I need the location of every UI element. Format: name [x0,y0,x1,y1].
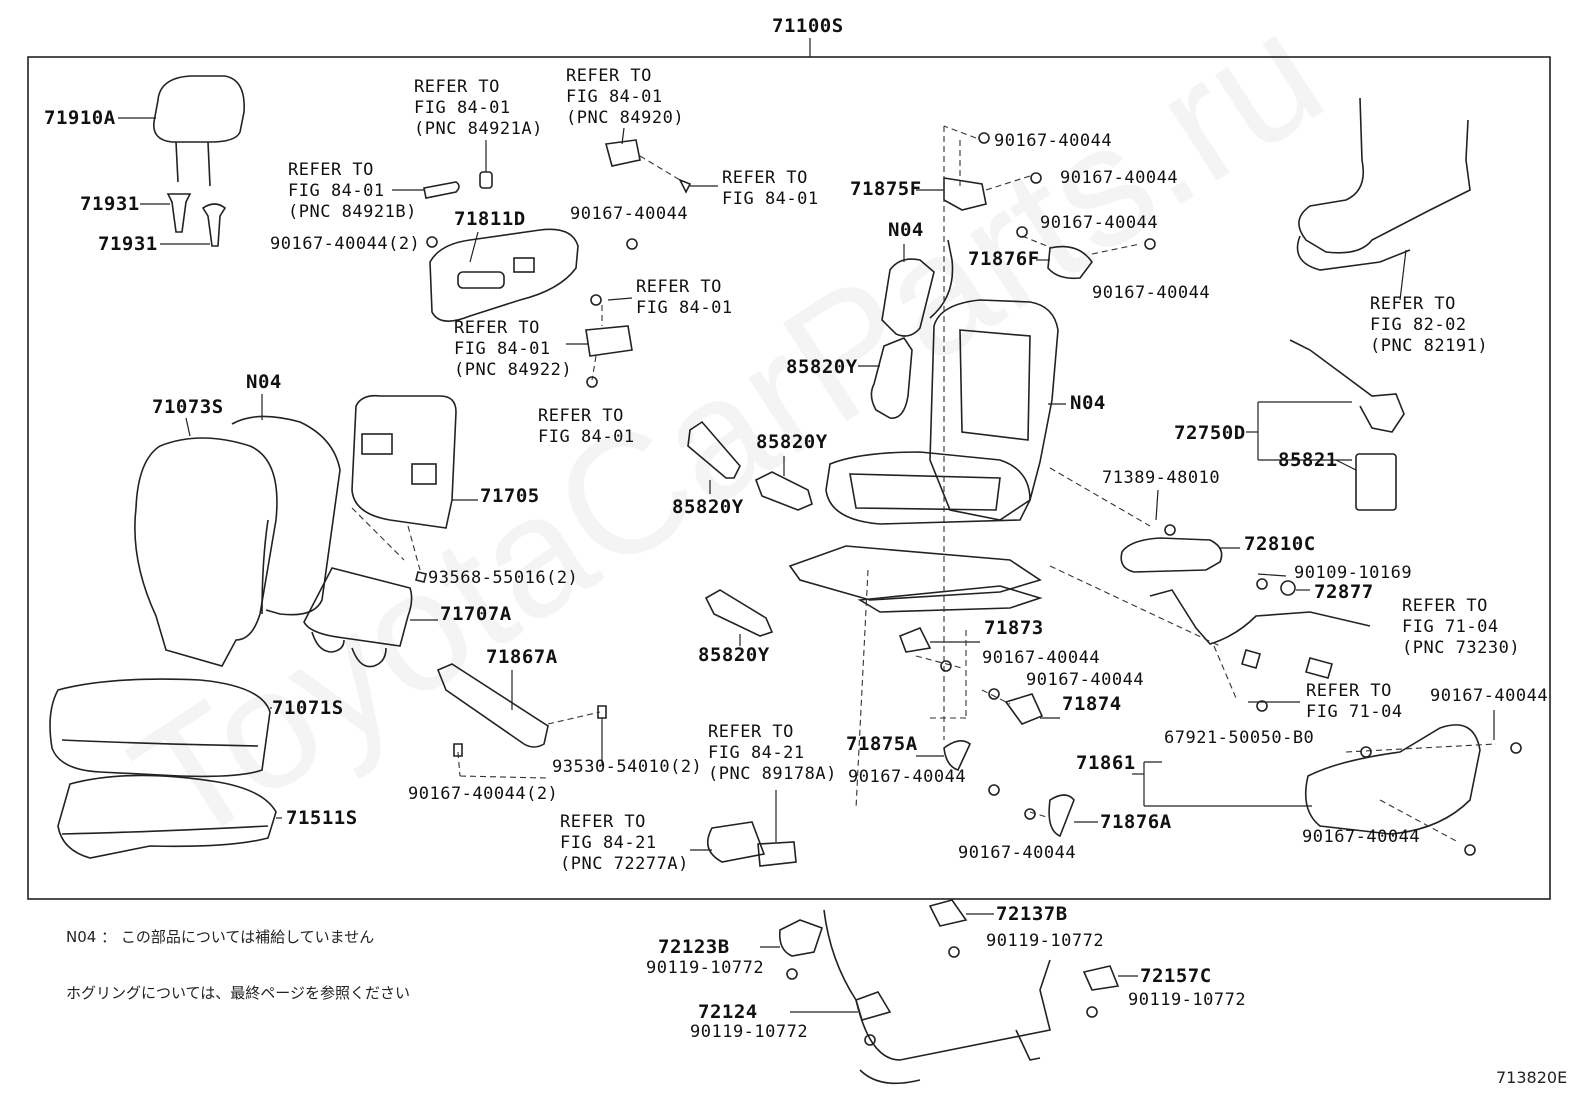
refer-fig-84-01-pnc-84921a[interactable]: REFER TO FIG 84-01 (PNC 84921A) [414,77,543,139]
part-71511S[interactable]: 71511S [286,807,358,829]
assembly-frame [27,56,1551,900]
note-n04: N04 ： この部品については補給していません [66,928,375,946]
part-71910A[interactable]: 71910A [44,107,116,129]
part-71867A[interactable]: 71867A [486,646,558,668]
bolt-71389-48010[interactable]: 71389-48010 [1102,468,1221,488]
headrest-guide-drawing [166,193,227,247]
part-N04-frame[interactable]: N04 [1070,392,1106,414]
part-71873[interactable]: 71873 [984,617,1044,639]
seat-side-cover-drawing [429,228,579,322]
bolt-90119-10772-b[interactable]: 90119-10772 [646,958,765,978]
refer-fig-84-01-pnc-84922[interactable]: REFER TO FIG 84-01 (PNC 84922) [454,318,573,380]
part-85820Y-a[interactable]: 85820Y [786,356,858,378]
note-hog-ring: ホグリングについては、最終ページを参照ください [66,984,410,1002]
bolt-90167-40044-k[interactable]: 90167-40044 [1302,827,1421,847]
part-71876A[interactable]: 71876A [1100,811,1172,833]
part-72137B[interactable]: 72137B [996,903,1068,925]
seat-motor-drawing [870,337,913,419]
headrest-drawing [153,75,245,187]
part-85820Y-d[interactable]: 85820Y [698,644,770,666]
part-72750D[interactable]: 72750D [1174,422,1246,444]
refer-fig-84-01-a[interactable]: REFER TO FIG 84-01 [722,168,819,209]
seat-cushion-pad-drawing [57,774,277,859]
part-71861[interactable]: 71861 [1076,752,1136,774]
refer-fig-84-01-c[interactable]: REFER TO FIG 84-01 [538,406,635,447]
part-72157C[interactable]: 72157C [1140,965,1212,987]
refer-fig-84-21-pnc-89178a[interactable]: REFER TO FIG 84-21 (PNC 89178A) [708,722,837,784]
armrest-drawing [1120,537,1223,573]
bolt-90167-40044-a[interactable]: 90167-40044 [570,204,689,224]
part-85820Y-c[interactable]: 85820Y [672,496,744,518]
part-N04-pad[interactable]: N04 [246,371,282,393]
seat-shield-drawing [1304,724,1481,835]
seatback-cover-drawing [134,437,278,667]
seat-leg-cover-drawing [778,919,824,957]
part-71875F[interactable]: 71875F [850,178,922,200]
part-71874[interactable]: 71874 [1062,693,1122,715]
seatback-board-drawing [351,394,457,529]
part-67921-50050-B0[interactable]: 67921-50050-B0 [1164,728,1315,748]
part-71876F[interactable]: 71876F [968,248,1040,270]
bolt-90109-10169[interactable]: 90109-10169 [1294,563,1413,583]
bolt-90119-10772-d[interactable]: 90119-10772 [690,1022,809,1042]
part-71931-lower[interactable]: 71931 [98,233,158,255]
part-85821[interactable]: 85821 [1278,449,1338,471]
clip-93530-54010-qty2[interactable]: 93530-54010(2) [552,757,703,777]
part-71705[interactable]: 71705 [480,485,540,507]
refer-fig-82-02-pnc-82191[interactable]: REFER TO FIG 82-02 (PNC 82191) [1370,294,1489,356]
seat-cushion-cover-drawing [49,678,271,778]
part-N04-airbag[interactable]: N04 [888,219,924,241]
part-72123B[interactable]: 72123B [658,936,730,958]
refer-fig-84-01-b[interactable]: REFER TO FIG 84-01 [636,277,733,318]
part-71071S[interactable]: 71071S [272,697,344,719]
refer-fig-71-04-pnc-73230[interactable]: REFER TO FIG 71-04 (PNC 73230) [1402,596,1521,658]
bolt-90119-10772-c[interactable]: 90119-10772 [1128,990,1247,1010]
refer-fig-71-04[interactable]: REFER TO FIG 71-04 [1306,681,1403,722]
part-71875A[interactable]: 71875A [846,733,918,755]
bolt-90167-40044-qty2-a[interactable]: 90167-40044(2) [270,234,421,254]
part-72810C[interactable]: 72810C [1244,533,1316,555]
bolt-90167-40044-qty2-b[interactable]: 90167-40044(2) [408,784,559,804]
bolt-90167-40044-g[interactable]: 90167-40044 [1026,670,1145,690]
bolt-90167-40044-f[interactable]: 90167-40044 [982,648,1101,668]
bolt-90167-40044-i[interactable]: 90167-40044 [848,767,967,787]
bolt-90167-40044-b[interactable]: 90167-40044 [994,131,1113,151]
wire-harness-drawing [1298,97,1471,254]
seat-side-trim-drawing [436,663,549,748]
part-85820Y-b[interactable]: 85820Y [756,431,828,453]
bolt-90167-40044-j[interactable]: 90167-40044 [958,843,1077,863]
assembly-number: 71100S [772,15,844,37]
part-71073S[interactable]: 71073S [152,396,224,418]
refer-fig-84-21-pnc-72277a[interactable]: REFER TO FIG 84-21 (PNC 72277A) [560,812,689,874]
part-72124[interactable]: 72124 [698,1001,758,1023]
part-71811D[interactable]: 71811D [454,208,526,230]
figure-code: 713820E [1496,1068,1568,1087]
refer-fig-84-01-pnc-84921b[interactable]: REFER TO FIG 84-01 (PNC 84921B) [288,160,417,222]
bolt-90167-40044-e[interactable]: 90167-40044 [1092,283,1211,303]
part-71707A[interactable]: 71707A [440,603,512,625]
bolt-90167-40044-c[interactable]: 90167-40044 [1060,168,1179,188]
refer-fig-84-01-pnc-84920[interactable]: REFER TO FIG 84-01 (PNC 84920) [566,66,685,128]
part-72877[interactable]: 72877 [1314,581,1374,603]
part-71931-upper[interactable]: 71931 [80,193,140,215]
bolt-90167-40044-d[interactable]: 90167-40044 [1040,213,1159,233]
seat-frame-drawing [788,299,1066,613]
bolt-90119-10772-a[interactable]: 90119-10772 [986,931,1105,951]
clip-93568-55016-qty2[interactable]: 93568-55016(2) [428,568,579,588]
bolt-90167-40044-h[interactable]: 90167-40044 [1430,686,1549,706]
